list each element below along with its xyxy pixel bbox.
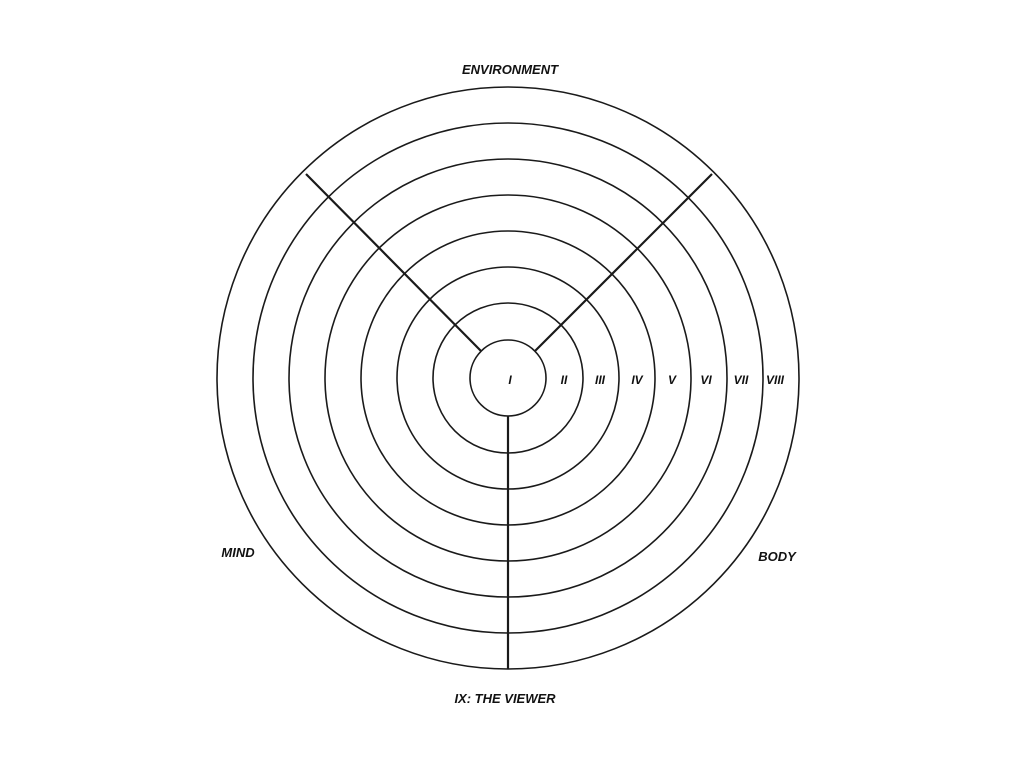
ring-label-1: I [508, 373, 512, 387]
ring-label-3: III [595, 373, 606, 387]
divider-upper-right [534, 173, 713, 352]
ring-label-5: V [668, 373, 677, 387]
ring-label-8: VIII [766, 373, 785, 387]
label-mind: MIND [221, 545, 255, 560]
label-the-viewer: IX: THE VIEWER [454, 691, 556, 706]
ring-labels-group: I II III IV V VI VII VIII [508, 373, 784, 387]
outer-labels-group: ENVIRONMENT MIND BODY IX: THE VIEWER [221, 62, 797, 706]
label-body: BODY [758, 549, 797, 564]
ring-label-7: VII [734, 373, 749, 387]
dividers-group [305, 173, 713, 669]
divider-upper-left [305, 173, 482, 352]
label-environment: ENVIRONMENT [462, 62, 559, 77]
ring-label-6: VI [700, 373, 712, 387]
ring-label-2: II [561, 373, 568, 387]
ring-label-4: IV [631, 373, 643, 387]
